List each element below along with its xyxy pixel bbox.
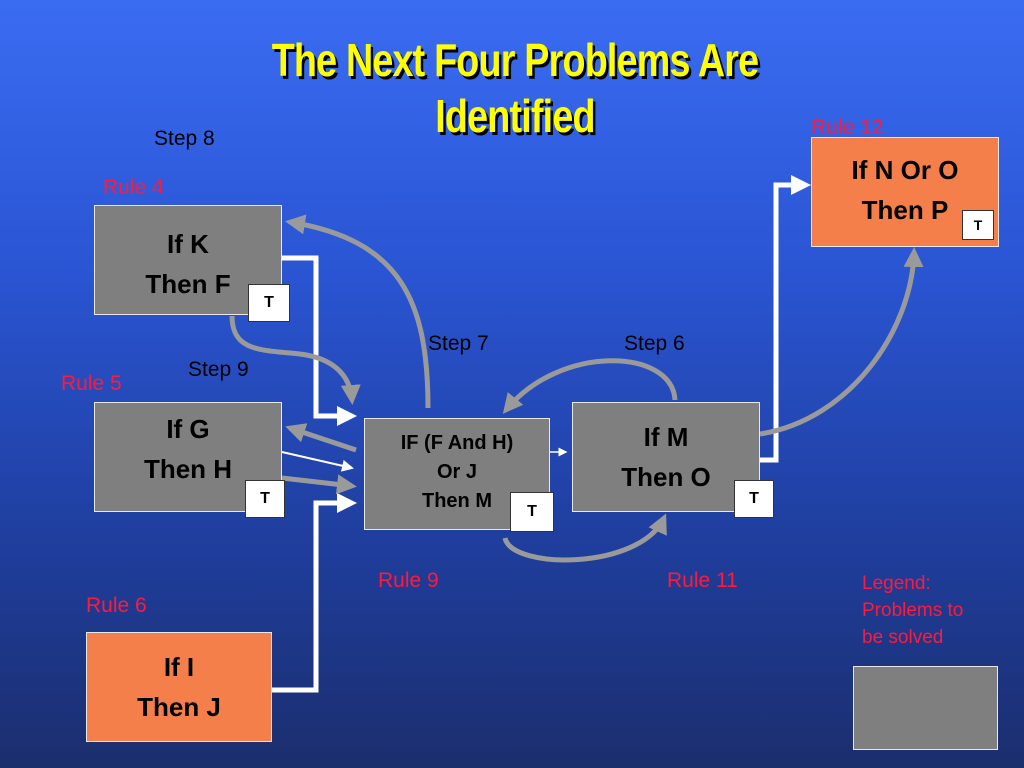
legend-text-2: be solved bbox=[862, 627, 944, 648]
step7-label: Step 7 bbox=[428, 332, 489, 355]
rule12-true-badge: T bbox=[962, 210, 994, 240]
step9-arrow bbox=[229, 315, 361, 405]
step9-arrow-rule5-lower bbox=[281, 474, 357, 495]
title-line-2: Identified bbox=[435, 90, 595, 142]
legend: Legend: Problems to be solved bbox=[862, 570, 1012, 651]
rule12-label: Rule 12 bbox=[811, 116, 884, 139]
rule12-condition: If N Or O bbox=[851, 155, 959, 185]
rule9-to-rule11-arrow bbox=[502, 513, 667, 563]
step6-label: Step 6 bbox=[624, 332, 685, 355]
rule6-box: If I Then J bbox=[86, 632, 272, 742]
rule9-condition-alt: Or J bbox=[436, 461, 478, 483]
rule4-true-badge: T bbox=[248, 284, 290, 322]
rule5-condition: If G bbox=[166, 414, 210, 444]
title-line-1: The Next Four Problems Are bbox=[271, 34, 759, 86]
rule11-box: If M Then O bbox=[572, 402, 760, 512]
rule4-condition: If K bbox=[167, 229, 209, 259]
rule4-conclusion: Then F bbox=[145, 269, 231, 299]
legend-text-1: Problems to bbox=[862, 600, 964, 621]
rule9-true-badge: T bbox=[510, 492, 554, 532]
connector-rule6-to-rule9 bbox=[272, 493, 357, 693]
rule11-to-rule12-arrow bbox=[759, 247, 924, 437]
rule6-condition: If I bbox=[163, 652, 195, 682]
legend-title: Legend: bbox=[862, 573, 931, 594]
rule9-condition: IF (F And H) bbox=[400, 432, 514, 454]
connector-rule11-to-rule12 bbox=[760, 175, 811, 463]
rule5-true-badge: T bbox=[245, 480, 285, 518]
rule4-label: Rule 4 bbox=[103, 176, 164, 199]
rule12-conclusion: Then P bbox=[861, 195, 949, 225]
rule5-label: Rule 5 bbox=[61, 372, 122, 395]
rule6-conclusion: Then J bbox=[137, 692, 221, 722]
rule11-label: Rule 11 bbox=[667, 569, 738, 592]
rule4-box: If K Then F bbox=[94, 205, 282, 315]
step8-arrow bbox=[285, 214, 431, 409]
connector-rule5-to-rule9-thin bbox=[281, 451, 354, 472]
rule11-true-badge: T bbox=[734, 480, 774, 518]
step9-label: Step 9 bbox=[188, 358, 249, 381]
rule6-label: Rule 6 bbox=[86, 594, 147, 617]
step8-label: Step 8 bbox=[154, 127, 215, 150]
rule11-conclusion: Then O bbox=[621, 462, 711, 492]
legend-swatch bbox=[853, 666, 998, 750]
rule9-label: Rule 9 bbox=[378, 569, 439, 592]
rule5-conclusion: Then H bbox=[143, 454, 233, 484]
slide-title: The Next Four Problems Are Identified bbox=[257, 32, 774, 144]
rule11-condition: If M bbox=[643, 422, 689, 452]
connector-rule4-to-rule9 bbox=[282, 255, 357, 426]
rule9-conclusion: Then M bbox=[422, 490, 492, 512]
step6-arrow bbox=[502, 358, 678, 414]
step9-arrow-rule5 bbox=[285, 423, 357, 453]
